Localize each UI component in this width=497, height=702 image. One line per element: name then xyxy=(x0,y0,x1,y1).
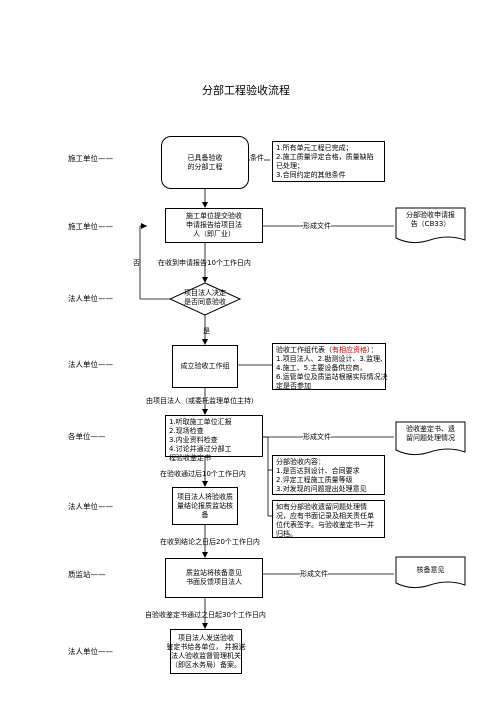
document-shape-ruling xyxy=(395,421,466,456)
form-document-label-3: 形成文件 xyxy=(300,570,328,579)
step-final-filing: 项目法人发送验收鉴定书给各单位， 并报送法人验收监督管理机关（即区水务局）备案。 xyxy=(166,629,246,674)
conditions-list: 1.所有单元工程已完成； 2.施工质量评定合格，质量缺陷 已处理； 3.合同约定… xyxy=(272,141,385,182)
form-document-label-1: 形成文件 xyxy=(303,222,331,231)
step-quality-station-review: 质监站将核备意见书面反馈项目法人 xyxy=(165,558,263,598)
team-composition-notes: 验收工作组代表（有相应资格）： 1.项目法人、2.勘测设计、3.监理、 4.施工… xyxy=(272,343,388,390)
role-label-owner-2: 法人单位—— xyxy=(68,360,113,369)
opinion-document: 核备意见 xyxy=(416,566,445,574)
form-document-label-2: 形成文件 xyxy=(303,433,331,442)
role-label-owner-4: 法人单位—— xyxy=(68,647,113,656)
within-20-days-label: 在收到结论之日后20个工作日内 xyxy=(160,538,260,546)
role-label-owner-3: 法人单位—— xyxy=(68,502,113,511)
role-label-construction-1: 施工单位—— xyxy=(68,154,113,163)
yes-branch-label: 是 xyxy=(203,327,210,335)
ruling-document: 验收鉴定书、遗留问题处理情况 xyxy=(406,425,455,442)
step-form-acceptance-team: 成立验收工作组 xyxy=(172,345,238,388)
role-label-quality-station: 质监站—— xyxy=(68,570,106,579)
within-30-days-label: 自验收鉴定书通过之日起30个工作日内 xyxy=(145,611,266,619)
conditions-connector-label: 条件 xyxy=(250,154,264,163)
acceptance-content-notes: 分部验收内容： 1.是否达到设计、合同要求 2.评定工程施工质量等级 3.对发现… xyxy=(272,455,385,495)
host-note-label: 由项目法人（或委托监理单位主持） xyxy=(146,397,258,405)
role-label-owner-1: 法人单位—— xyxy=(68,294,113,303)
report-document: 分部验收申请报告（CB33） xyxy=(406,211,455,228)
page-title: 分部工程验收流程 xyxy=(202,84,290,97)
disagreement-notes: 如有分部验收遗留问题处理情 况，应有书面记录及相关责任单 位代表签字。与验收鉴定… xyxy=(272,500,385,538)
document-shape-report xyxy=(395,207,466,244)
step-acceptance-activities: 1.听取施工单位汇报 2.现场检查 3.内业资料检查 4.讨论并通过分部工 程验… xyxy=(165,415,263,462)
document-shape-opinion xyxy=(395,556,466,589)
step-submit-to-quality-station: 项目法人将验收质量结论报质监站核备 xyxy=(172,487,238,525)
step-ready-for-acceptance: 已具备验收的分部工程 xyxy=(161,136,249,189)
decision-text: 项目法人决定是否同意验收 xyxy=(184,289,226,306)
no-branch-label: 否 xyxy=(133,259,140,267)
within-5-days-label: 在验收通过后10个工作日内 xyxy=(160,470,246,478)
step-submit-application: 施工单位提交验收申请报告给项目法人（即厂业） xyxy=(165,208,263,243)
role-label-construction-2: 施工单位—— xyxy=(68,222,113,231)
role-label-all-parties: 各单位—— xyxy=(68,432,106,441)
within-10-days-label: 在收到申请报告10个工作日内 xyxy=(158,259,251,267)
